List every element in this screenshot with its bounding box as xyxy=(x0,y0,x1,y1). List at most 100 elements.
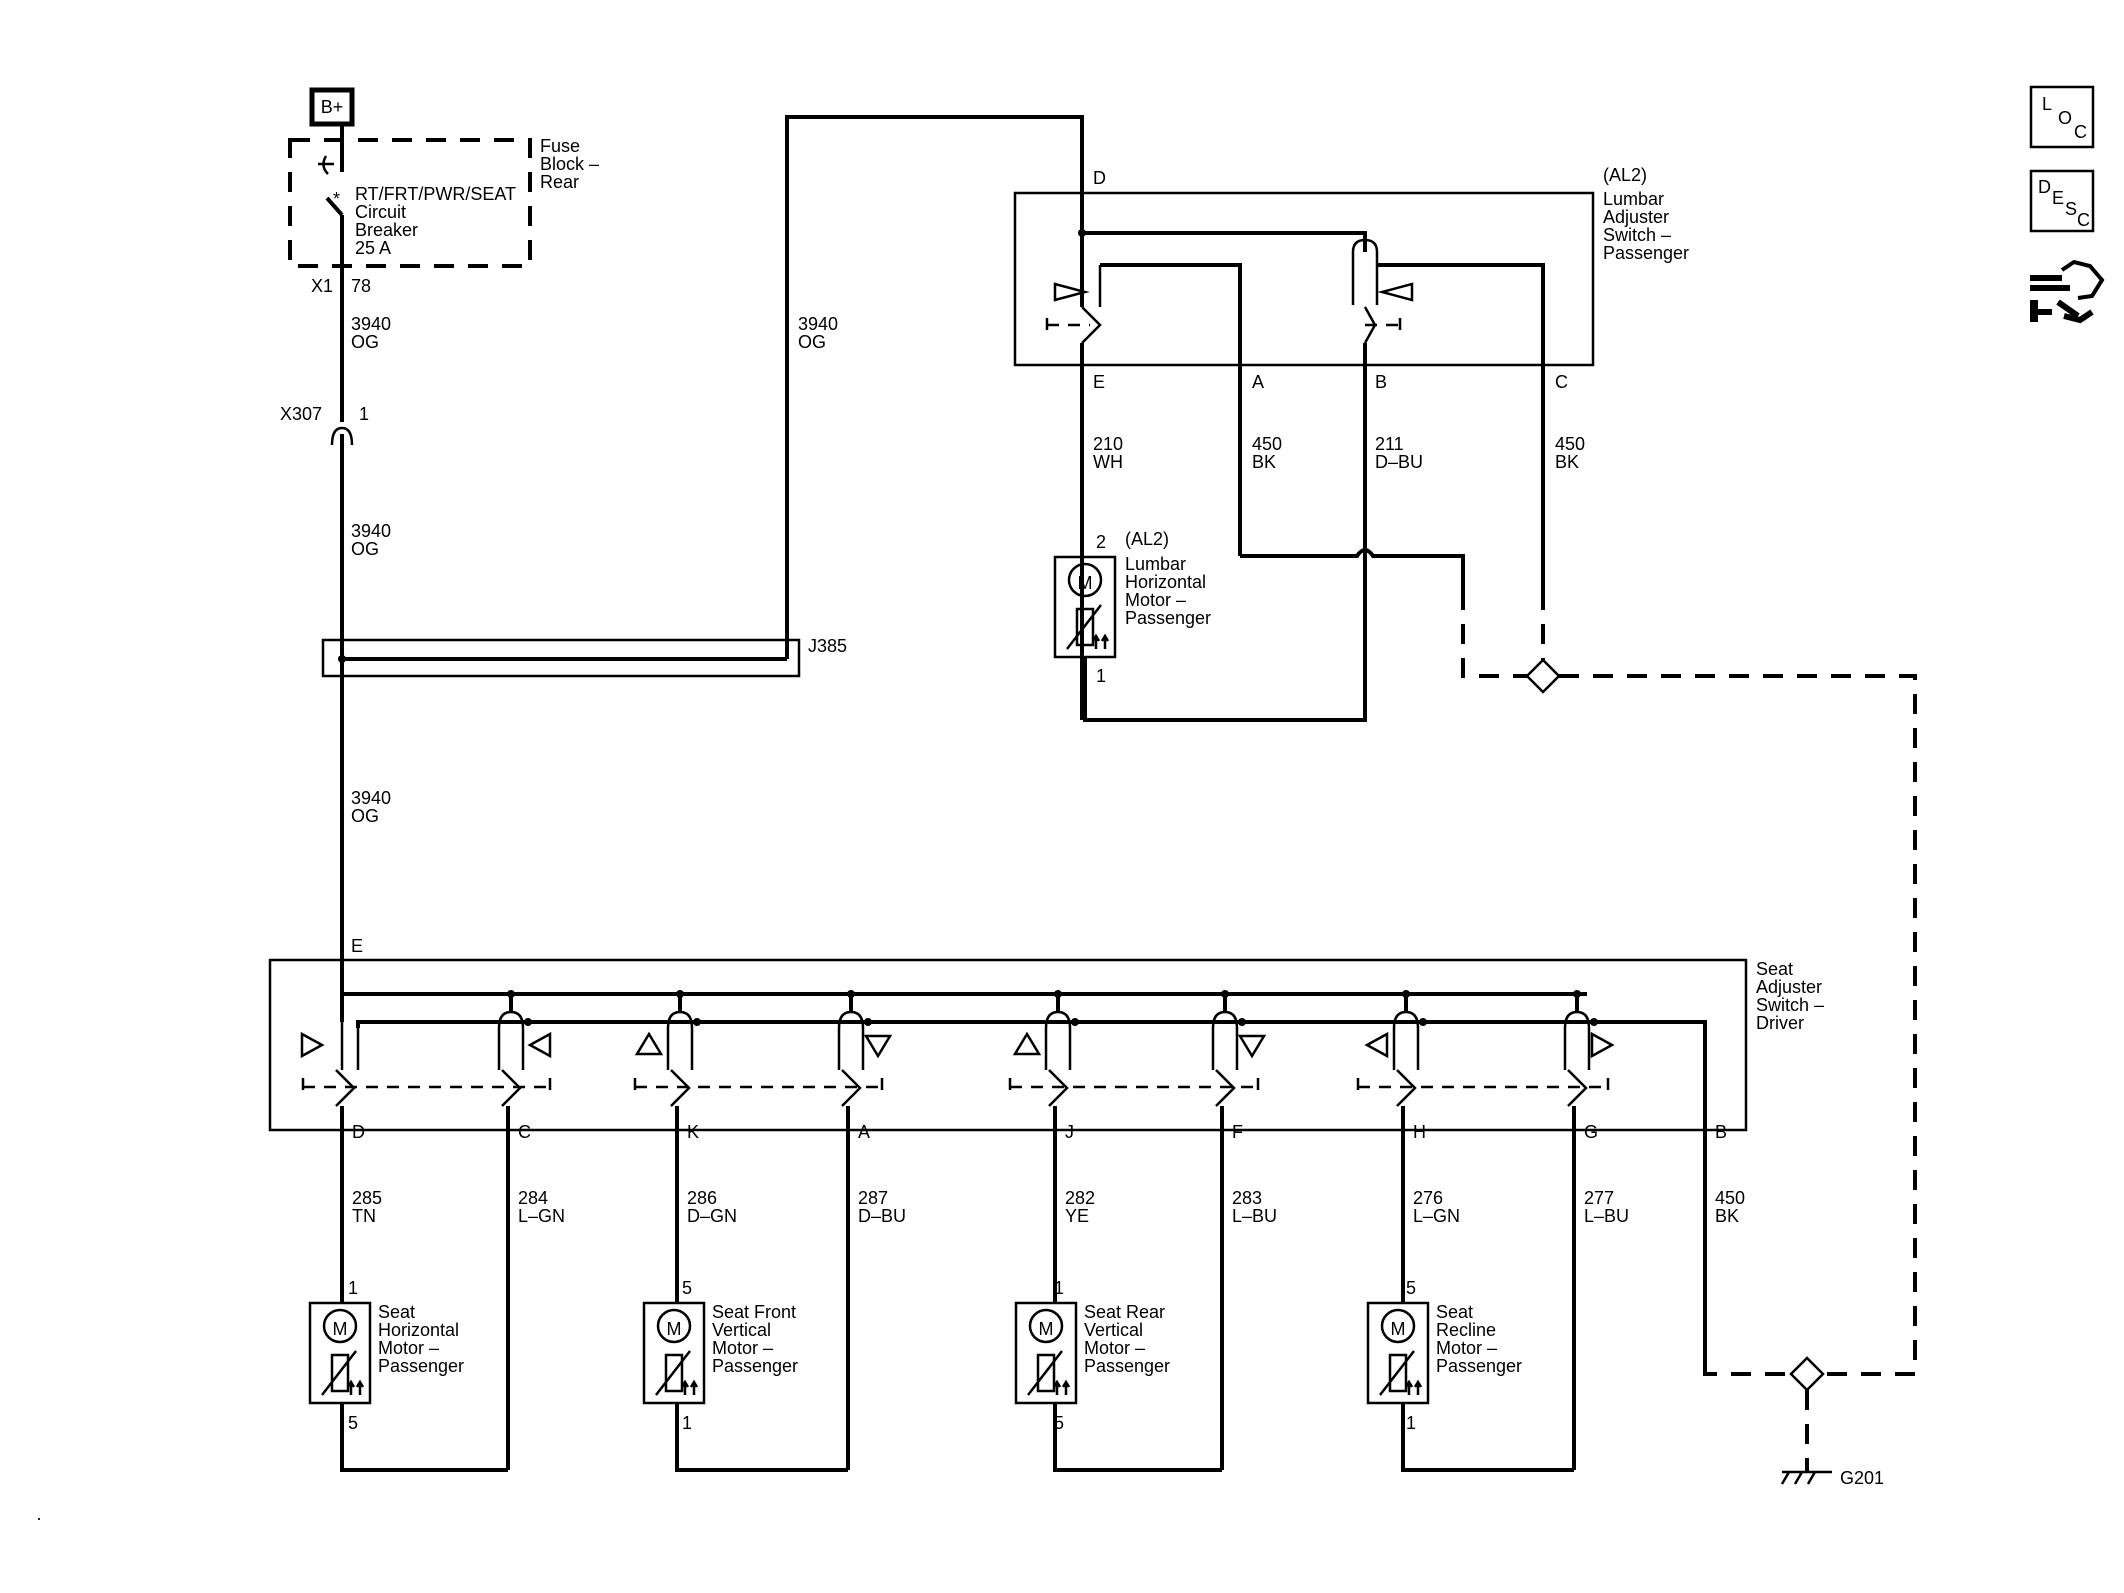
desc-icon[interactable]: D E S C xyxy=(2029,169,2095,233)
svg-text:Horizontal: Horizontal xyxy=(1125,572,1206,592)
seat-pin-h: H xyxy=(1413,1122,1426,1142)
svg-text:Breaker: Breaker xyxy=(355,220,418,240)
svg-text:L–BU: L–BU xyxy=(1584,1206,1629,1226)
seat-switch-contact xyxy=(300,1022,360,1107)
svg-text:S: S xyxy=(2065,199,2077,219)
svg-text:E: E xyxy=(2052,188,2064,208)
svg-text:Passenger: Passenger xyxy=(712,1356,798,1376)
svg-text:283: 283 xyxy=(1232,1188,1262,1208)
motor-title: Seat xyxy=(1436,1302,1473,1322)
svg-text:Vertical: Vertical xyxy=(712,1320,771,1340)
seat-switch-contact xyxy=(1364,990,1427,1107)
svg-text:Rear: Rear xyxy=(540,172,579,192)
svg-text:Block –: Block – xyxy=(540,154,599,174)
svg-text:(AL2): (AL2) xyxy=(1125,529,1169,549)
splice-pack-j385 xyxy=(321,638,801,678)
motor-pin-bottom: 1 xyxy=(1406,1413,1416,1433)
lumbar-motor-pin-bottom: 1 xyxy=(1096,666,1106,686)
svg-text:BK: BK xyxy=(1555,452,1579,472)
svg-text:WH: WH xyxy=(1093,452,1123,472)
connector-repair-icon[interactable] xyxy=(2030,259,2105,324)
ground-icon xyxy=(1780,1470,1832,1485)
seat-switch-contact xyxy=(1012,990,1079,1107)
fuse-block xyxy=(288,138,532,268)
lumbar-adjuster-switch: (AL2) Lumbar Adjuster Switch – Passenger… xyxy=(1013,165,1689,720)
arrow-left-icon xyxy=(1364,1031,1389,1059)
lumbar-ground-splice xyxy=(1525,658,1561,694)
svg-text:Passenger: Passenger xyxy=(1125,608,1211,628)
svg-text:C: C xyxy=(2074,122,2087,142)
svg-text:Passenger: Passenger xyxy=(1436,1356,1522,1376)
motor-pin-bottom: 5 xyxy=(1054,1413,1064,1433)
motor-pin-top: 1 xyxy=(348,1278,358,1298)
seat-pin-d: D xyxy=(352,1122,365,1142)
svg-text:OG: OG xyxy=(351,539,379,559)
svg-text:Horizontal: Horizontal xyxy=(378,1320,459,1340)
svg-text:286: 286 xyxy=(687,1188,717,1208)
loc-icon[interactable]: L O C xyxy=(2029,85,2095,149)
svg-text:3940: 3940 xyxy=(351,314,391,334)
x307-label: X307 xyxy=(280,404,322,424)
svg-text:L: L xyxy=(2042,94,2052,114)
svg-text:D: D xyxy=(2038,177,2051,197)
svg-text:OG: OG xyxy=(351,806,379,826)
motor-symbol: M xyxy=(333,1319,348,1339)
svg-text:285: 285 xyxy=(352,1188,382,1208)
connector-x1-label: X1 xyxy=(311,276,333,296)
svg-text:OG: OG xyxy=(351,332,379,352)
svg-text:Vertical: Vertical xyxy=(1084,1320,1143,1340)
motor-symbol: M xyxy=(1391,1319,1406,1339)
svg-text:25 A: 25 A xyxy=(355,238,391,258)
seat-pin-j: J xyxy=(1065,1122,1074,1142)
svg-text:RT/FRT/PWR/SEAT: RT/FRT/PWR/SEAT xyxy=(355,184,516,204)
svg-text:Passenger: Passenger xyxy=(378,1356,464,1376)
svg-text:Driver: Driver xyxy=(1756,1013,1804,1033)
breaker-mark: * xyxy=(333,189,340,209)
svg-text:C: C xyxy=(2077,210,2090,230)
seat-switch-contact xyxy=(1211,990,1267,1107)
fuse-block-title: Fuse Block – Rear xyxy=(540,136,599,192)
lumbar-pin-d: D xyxy=(1093,168,1106,188)
motor-pin-bottom: 1 xyxy=(682,1413,692,1433)
svg-text:Switch –: Switch – xyxy=(1603,225,1671,245)
svg-text:Adjuster: Adjuster xyxy=(1756,977,1822,997)
svg-text:Motor –: Motor – xyxy=(1436,1338,1497,1358)
svg-text:YE: YE xyxy=(1065,1206,1089,1226)
motor-symbol: M xyxy=(667,1319,682,1339)
lumbar-horizontal-motor: M 2 1 (AL2) Lumbar Horizontal Motor – Pa… xyxy=(1053,529,1367,722)
seat-pin-b: B xyxy=(1715,1122,1727,1142)
battery-box xyxy=(309,87,355,127)
lumbar-switch-title: (AL2) Lumbar Adjuster Switch – Passenger xyxy=(1603,165,1689,263)
svg-text:Recline: Recline xyxy=(1436,1320,1496,1340)
svg-text:276: 276 xyxy=(1413,1188,1443,1208)
seat-return-bus xyxy=(356,1020,1707,1366)
svg-text:3940: 3940 xyxy=(351,788,391,808)
connector-x1-pin: 78 xyxy=(351,276,371,296)
arrow-down-icon xyxy=(1237,1034,1267,1059)
svg-text:Motor –: Motor – xyxy=(1084,1338,1145,1358)
arrow-left-icon xyxy=(1377,282,1414,302)
svg-text:D–BU: D–BU xyxy=(1375,452,1423,472)
motor-pin-top: 5 xyxy=(682,1278,692,1298)
arrow-left-icon xyxy=(527,1031,552,1059)
svg-text:284: 284 xyxy=(518,1188,548,1208)
switch-actuator-link xyxy=(301,1078,552,1096)
svg-text:Lumbar: Lumbar xyxy=(1125,554,1186,574)
svg-text:L–GN: L–GN xyxy=(518,1206,565,1226)
x307-pin: 1 xyxy=(359,404,369,424)
power-section: B+ * Fuse Block – Rear RT/FRT/PWR/SEAT C… xyxy=(288,87,599,296)
seat-switch-contact xyxy=(497,990,552,1107)
